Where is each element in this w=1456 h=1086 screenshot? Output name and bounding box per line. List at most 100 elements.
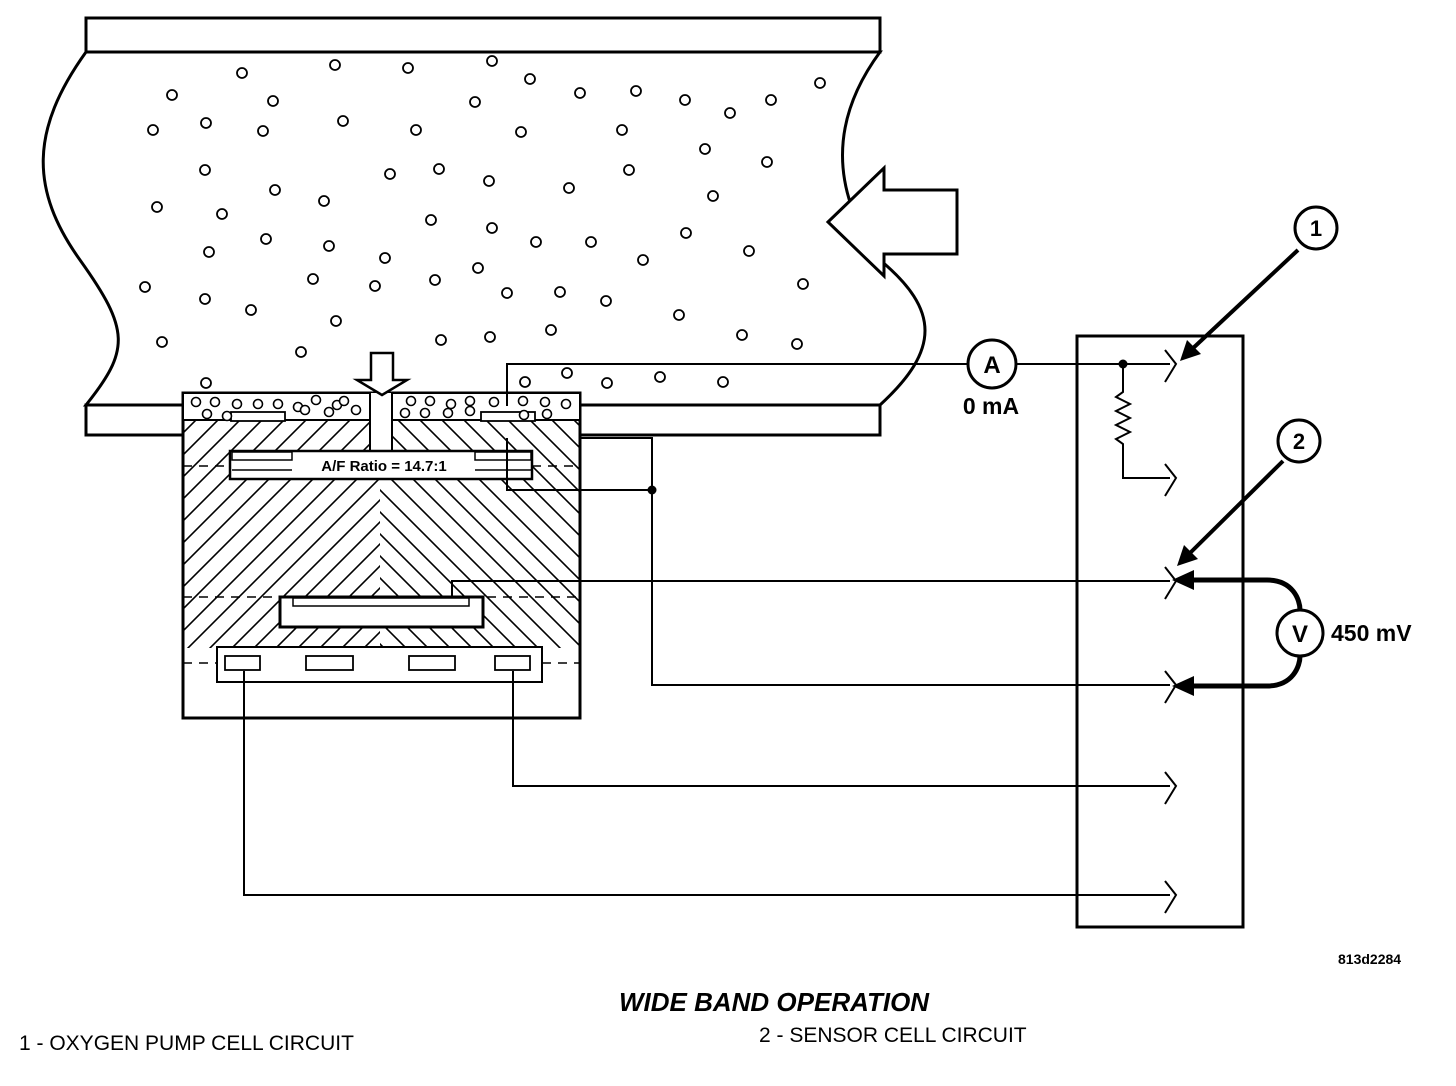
gas-particle xyxy=(616,124,628,136)
diffusion-particle xyxy=(252,398,264,410)
gas-particle xyxy=(637,254,649,266)
diffusion-particle xyxy=(539,396,551,408)
gas-particle xyxy=(736,329,748,341)
callout-1-number: 1 xyxy=(1310,216,1322,241)
gas-particle xyxy=(743,245,755,257)
gas-particle xyxy=(600,295,612,307)
gas-particle xyxy=(433,163,445,175)
gas-particle xyxy=(515,126,527,138)
diffusion-inlet-arrow xyxy=(352,351,412,397)
diffusion-particle xyxy=(464,395,476,407)
gas-particle xyxy=(524,73,536,85)
diffusion-particle xyxy=(190,396,202,408)
gas-particle xyxy=(307,273,319,285)
gas-particle xyxy=(203,246,215,258)
gas-particle xyxy=(472,262,484,274)
exhaust-pipe xyxy=(41,16,927,437)
gas-particle xyxy=(673,309,685,321)
gas-particle xyxy=(797,278,809,290)
connector-pins xyxy=(1164,349,1178,914)
diffusion-particle xyxy=(405,395,417,407)
gas-particle xyxy=(166,89,178,101)
gas-particle xyxy=(329,59,341,71)
gas-particle xyxy=(501,287,513,299)
ammeter-icon xyxy=(966,338,1018,390)
diagram-title: WIDE BAND OPERATION xyxy=(619,987,930,1017)
gas-particle xyxy=(630,85,642,97)
gas-particle xyxy=(236,67,248,79)
af-ratio-label: A/F Ratio = 14.7:1 xyxy=(321,458,446,475)
gas-particle xyxy=(257,125,269,137)
diffusion-particle xyxy=(424,395,436,407)
gas-particle xyxy=(765,94,777,106)
gas-particle xyxy=(724,107,736,119)
gas-particle xyxy=(410,124,422,136)
voltmeter-reading: 450 mV xyxy=(1331,620,1412,646)
resistor-junction-dot xyxy=(1118,359,1128,369)
gas-particle xyxy=(680,227,692,239)
gas-particle xyxy=(384,168,396,180)
diffusion-particle xyxy=(442,407,454,419)
diffusion-particle xyxy=(209,396,221,408)
gas-particle xyxy=(429,274,441,286)
gas-particle xyxy=(425,214,437,226)
gas-particle xyxy=(561,367,573,379)
gas-particle xyxy=(530,236,542,248)
gas-particle xyxy=(323,240,335,252)
gas-particle xyxy=(483,175,495,187)
callout-2-number: 2 xyxy=(1293,429,1305,454)
diffusion-particle xyxy=(445,398,457,410)
gas-particle xyxy=(200,117,212,129)
gas-particle xyxy=(761,156,773,168)
gas-particle xyxy=(245,304,257,316)
gas-particle xyxy=(486,222,498,234)
diffusion-particle xyxy=(488,396,500,408)
sensor-element xyxy=(181,351,582,720)
wire-junction-dot xyxy=(647,485,657,495)
gas-particle xyxy=(435,334,447,346)
gas-particle xyxy=(654,371,666,383)
gas-particle xyxy=(267,95,279,107)
gas-particle xyxy=(717,376,729,388)
diffusion-particle xyxy=(517,395,529,407)
gas-particle xyxy=(679,94,691,106)
diffusion-particle xyxy=(399,407,411,419)
circuit-wiring xyxy=(243,363,1170,896)
diffusion-particle xyxy=(464,405,476,417)
gas-particle xyxy=(151,201,163,213)
voltmeter-symbol: V xyxy=(1292,621,1308,648)
gas-particle xyxy=(699,143,711,155)
gas-particle xyxy=(337,115,349,127)
gas-particle xyxy=(402,62,414,74)
callout-2: 2 xyxy=(1177,418,1322,566)
gas-particle xyxy=(814,77,826,89)
figure-code: 813d2284 xyxy=(1338,951,1402,967)
gas-particle xyxy=(260,233,272,245)
gas-particle xyxy=(623,164,635,176)
control-module xyxy=(1075,334,1245,929)
ammeter-symbol: A xyxy=(983,352,1000,379)
gas-particle xyxy=(139,281,151,293)
gas-particle xyxy=(269,184,281,196)
legend-item-2: 2 - SENSOR CELL CIRCUIT xyxy=(759,1024,1027,1047)
ammeter-reading: 0 mA xyxy=(963,393,1019,419)
gas-particle xyxy=(147,124,159,136)
gas-particle xyxy=(216,208,228,220)
gas-particle xyxy=(585,236,597,248)
gas-particle xyxy=(574,87,586,99)
diffusion-particle xyxy=(541,408,553,420)
gas-particle xyxy=(199,293,211,305)
gas-particle xyxy=(156,336,168,348)
callout-1: 1 xyxy=(1180,205,1339,361)
gas-particle xyxy=(318,195,330,207)
gas-particle xyxy=(545,324,557,336)
gas-particle xyxy=(791,338,803,350)
gas-particle xyxy=(199,164,211,176)
gas-particle xyxy=(369,280,381,292)
gas-particle xyxy=(295,346,307,358)
gas-particle xyxy=(563,182,575,194)
gas-particle xyxy=(469,96,481,108)
gas-particle xyxy=(484,331,496,343)
diffusion-particle xyxy=(323,406,335,418)
diffusion-particle xyxy=(560,398,572,410)
